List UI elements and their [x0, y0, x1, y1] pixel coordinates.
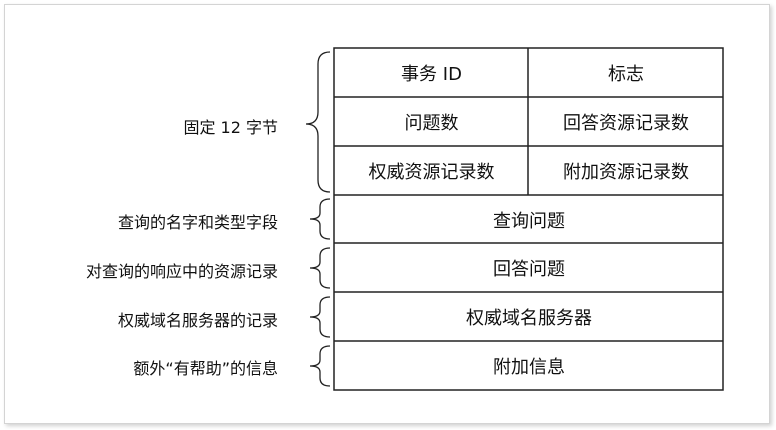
brace-fixed	[305, 51, 331, 193]
cell-transaction-id: 事务 ID	[336, 50, 527, 96]
brace-query	[309, 198, 331, 240]
section-answer: 回答问题	[336, 245, 722, 291]
label-fixed-12-bytes: 固定 12 字节	[183, 118, 278, 137]
section-question: 查询问题	[336, 197, 722, 242]
brace-authority	[309, 296, 331, 338]
cell-question-count: 问题数	[336, 99, 527, 145]
cell-flags: 标志	[530, 50, 722, 96]
section-authority: 权威域名服务器	[336, 294, 722, 340]
label-authority-records: 权威域名服务器的记录	[117, 311, 278, 330]
section-additional: 附加信息	[336, 343, 722, 389]
cell-additional-rr-count: 附加资源记录数	[530, 148, 722, 194]
label-answer-records: 对查询的响应中的资源记录	[85, 262, 278, 281]
label-additional-info: 额外“有帮助”的信息	[133, 359, 278, 378]
cell-authority-rr-count: 权威资源记录数	[336, 148, 527, 194]
label-query-fields: 查询的名字和类型字段	[117, 213, 278, 232]
brace-answer	[309, 247, 331, 289]
cell-answer-rr-count: 回答资源记录数	[530, 99, 722, 145]
brace-additional	[309, 345, 331, 387]
